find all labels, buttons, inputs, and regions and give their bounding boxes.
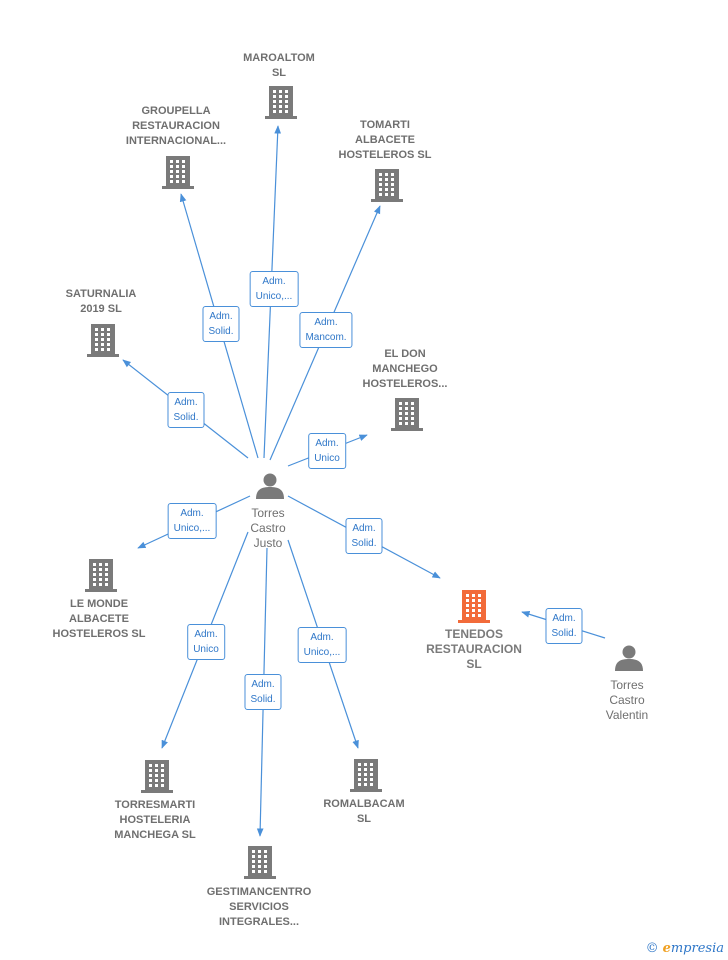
company-label-c5[interactable]: EL DON MANCHEGO HOSTELEROS...	[363, 347, 448, 392]
person-icon-p1[interactable]	[256, 473, 284, 500]
company-label-line: RESTAURACION	[426, 642, 522, 656]
edge-label-e8[interactable]: Adm. Unico	[187, 624, 225, 660]
edge-label-e1[interactable]: Adm. Unico,...	[249, 271, 299, 307]
company-label-line: EL DON	[384, 348, 426, 360]
company-label-c8[interactable]: TORRESMARTI HOSTELERIA MANCHEGA SL	[114, 798, 195, 843]
company-label-line: 2019 SL	[80, 303, 122, 315]
company-label-line: GROUPELLA	[141, 105, 211, 117]
company-building-icon-c5[interactable]	[391, 398, 423, 431]
company-label-line: ALBACETE	[69, 613, 129, 625]
company-label-c9[interactable]: ROMALBACAM SL	[323, 797, 404, 827]
company-building-icon-c2[interactable]	[162, 156, 194, 189]
brand-watermark: ©empresia	[646, 941, 724, 956]
company-label-line: HOSTELERIA	[119, 814, 191, 826]
company-building-icon-c7[interactable]	[458, 590, 490, 623]
company-label-line: MAROALTOM	[243, 52, 315, 64]
company-label-line: HOSTELEROS...	[362, 378, 448, 390]
edge-label-line: Adm.	[180, 508, 204, 519]
edge-label-e7[interactable]: Adm. Solid.	[345, 518, 383, 554]
person-label-line: Castro	[250, 521, 286, 535]
company-label-line: ROMALBACAM	[323, 798, 405, 810]
company-label-line: INTEGRALES...	[218, 916, 300, 928]
edge-label-line: Solid.	[173, 412, 199, 423]
edge-label-line: Adm.	[194, 629, 218, 640]
person-label-line: Torres	[610, 678, 644, 692]
edge-label-e5[interactable]: Adm. Unico	[308, 433, 346, 469]
company-label-c2[interactable]: GROUPELLA RESTAURACION INTERNACIONAL...	[126, 104, 226, 149]
company-building-icon-c10[interactable]	[244, 846, 276, 879]
company-label-line: MANCHEGA SL	[114, 829, 196, 841]
edge-label-line: Adm.	[352, 523, 376, 534]
company-building-icon-c9[interactable]	[350, 759, 382, 792]
company-label-c6[interactable]: LE MONDE ALBACETE HOSTELEROS SL	[53, 597, 146, 642]
company-label-line: SERVICIOS	[229, 901, 289, 913]
company-label-c4[interactable]: SATURNALIA 2019 SL	[66, 287, 137, 317]
company-label-line: SL	[466, 657, 482, 671]
edge-label-line: Unico	[193, 644, 219, 655]
company-building-icon-c3[interactable]	[371, 169, 403, 202]
company-label-line: INTERNACIONAL...	[125, 135, 227, 147]
edge-label-line: Solid.	[250, 694, 276, 705]
company-label-line: ALBACETE	[355, 134, 415, 146]
company-label-line: GESTIMANCENTRO	[206, 886, 312, 898]
edge-label-line: Solid.	[351, 538, 377, 549]
person-label-line: Valentin	[605, 708, 649, 722]
edge-label-line: Adm.	[209, 311, 233, 322]
company-building-icon-c1[interactable]	[265, 86, 297, 119]
company-label-line: MANCHEGO	[372, 363, 438, 375]
company-label-line: HOSTELEROS SL	[52, 628, 146, 640]
company-label-line: TOMARTI	[360, 119, 410, 131]
company-building-icon-c4[interactable]	[87, 324, 119, 357]
edge-label-line: Adm.	[314, 317, 338, 328]
edge-label-e6[interactable]: Adm. Unico,...	[167, 503, 217, 539]
company-label-c3[interactable]: TOMARTI ALBACETE HOSTELEROS SL	[339, 118, 432, 163]
company-label-line: SL	[356, 813, 372, 825]
company-label-line: SATURNALIA	[65, 288, 137, 300]
edge-label-e3[interactable]: Adm. Mancom.	[299, 312, 353, 348]
person-icon-p2[interactable]	[615, 645, 643, 672]
person-label-line: Torres	[251, 506, 285, 520]
edge-label-line: Solid.	[551, 628, 577, 639]
edge-label-e2[interactable]: Adm. Solid.	[202, 306, 240, 342]
edge-label-line: Unico,...	[303, 647, 341, 658]
company-label-line: LE MONDE	[69, 598, 129, 610]
edge-label-line: Adm.	[251, 679, 275, 690]
company-label-line: TORRESMARTI	[114, 799, 196, 811]
brand-logo-initial: e	[662, 941, 671, 956]
company-building-icon-c8[interactable]	[141, 760, 173, 793]
edge-label-e9[interactable]: Adm. Solid.	[244, 674, 282, 710]
company-building-icon-c6[interactable]	[85, 559, 117, 592]
company-label-line: RESTAURACION	[132, 120, 220, 132]
company-label-c10[interactable]: GESTIMANCENTRO SERVICIOS INTEGRALES...	[207, 885, 312, 930]
edge-label-e10[interactable]: Adm. Unico,...	[297, 627, 347, 663]
person-label-line: Castro	[609, 693, 645, 707]
edge-label-line: Unico,...	[255, 291, 293, 302]
edge-label-line: Adm.	[310, 632, 334, 643]
edge-label-line: Mancom.	[305, 332, 347, 343]
company-label-line: SL	[271, 67, 287, 79]
edge-label-e11[interactable]: Adm. Solid.	[545, 608, 583, 644]
edge-label-line: Adm.	[174, 397, 198, 408]
copyright-icon: ©	[645, 941, 659, 956]
company-label-c1[interactable]: MAROALTOM SL	[243, 51, 315, 81]
edge-label-line: Unico	[314, 453, 340, 464]
edge-label-line: Solid.	[208, 326, 234, 337]
person-label-line: Justo	[253, 536, 283, 550]
edge-label-line: Adm.	[262, 276, 286, 287]
edge-label-line: Adm.	[552, 613, 576, 624]
company-label-line: TENEDOS	[444, 627, 503, 641]
company-label-line: HOSTELEROS SL	[338, 149, 432, 161]
edge-label-line: Adm.	[315, 438, 339, 449]
edge-label-line: Unico,...	[173, 523, 211, 534]
brand-logo-text: mpresia	[670, 941, 724, 956]
edge-label-e4[interactable]: Adm. Solid.	[167, 392, 205, 428]
